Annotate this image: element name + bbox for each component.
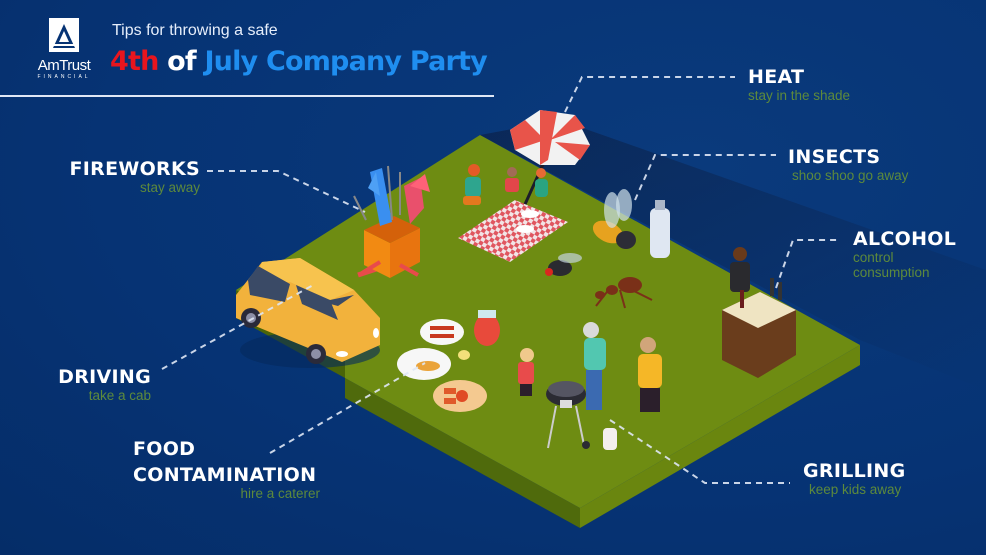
tip-fireworks-title: FIREWORKS — [69, 158, 200, 180]
tip-food-title-line1: FOOD — [133, 438, 196, 460]
driving-leader — [161, 283, 316, 370]
tip-fireworks: FIREWORKS stay away — [60, 158, 200, 195]
page-title: 4th of July Company Party — [110, 46, 488, 77]
ant-icon — [595, 277, 653, 309]
grill-people — [518, 322, 662, 450]
fireworks-box — [353, 165, 430, 278]
tip-alcohol-desc-line2: consumption — [853, 265, 930, 280]
bee-icon — [592, 189, 636, 249]
bartender-bar — [722, 247, 796, 378]
heat-leader — [564, 76, 735, 113]
amtrust-logo: AmTrust FINANCIAL — [28, 18, 100, 80]
car-icon — [236, 258, 380, 368]
tip-alcohol: ALCOHOL control consumption — [853, 228, 956, 280]
title-of: of — [167, 46, 196, 77]
leader-lines — [161, 76, 840, 484]
tip-grilling: GRILLING keep kids away — [803, 460, 905, 497]
amtrust-triangle-logo-icon — [49, 18, 79, 52]
tip-heat-desc: stay in the shade — [748, 88, 851, 103]
title-july-company-party: July Company Party — [204, 46, 487, 77]
tip-driving-desc: take a cab — [88, 388, 151, 403]
tip-fireworks-desc: stay away — [139, 180, 200, 195]
tip-alcohol-title: ALCOHOL — [853, 228, 957, 250]
title-4th: 4th — [110, 46, 159, 77]
bug-spray-bottle — [650, 200, 670, 258]
alcohol-leader — [775, 239, 840, 289]
platform-side-right — [580, 345, 860, 528]
tip-food-contamination: FOOD CONTAMINATION hire a caterer — [133, 438, 320, 501]
tip-grilling-title: GRILLING — [803, 460, 906, 482]
family-picnic — [463, 164, 548, 233]
tip-insects-title: INSECTS — [788, 146, 881, 168]
grilling-leader — [609, 419, 790, 484]
tip-heat-title: HEAT — [748, 66, 805, 88]
brand-name: AmTrust — [37, 57, 91, 74]
title-divider — [0, 95, 494, 97]
platform-shadow — [480, 120, 986, 390]
tip-grilling-desc: keep kids away — [809, 482, 902, 497]
platform-side-left — [345, 378, 580, 528]
grill-icon — [546, 381, 590, 449]
lemonade-pitcher — [458, 310, 500, 360]
brand-sub: FINANCIAL — [37, 74, 91, 80]
tip-food-desc: hire a caterer — [240, 486, 320, 501]
fireworks-leader — [207, 170, 366, 213]
tip-food-title-line2: CONTAMINATION — [133, 464, 317, 486]
tip-insects-desc: shoo shoo go away — [792, 168, 909, 183]
fly-icon — [545, 253, 582, 276]
picnic-blanket — [458, 200, 568, 262]
tip-alcohol-desc-line1: control — [853, 250, 894, 265]
food-leader — [269, 362, 426, 454]
tip-driving-title: DRIVING — [58, 366, 151, 388]
subtitle: Tips for throwing a safe — [112, 22, 278, 39]
tip-insects: INSECTS shoo shoo go away — [788, 146, 908, 183]
tip-driving: DRIVING take a cab — [50, 366, 151, 403]
tip-heat: HEAT stay in the shade — [748, 66, 850, 103]
insects-leader — [634, 154, 776, 201]
